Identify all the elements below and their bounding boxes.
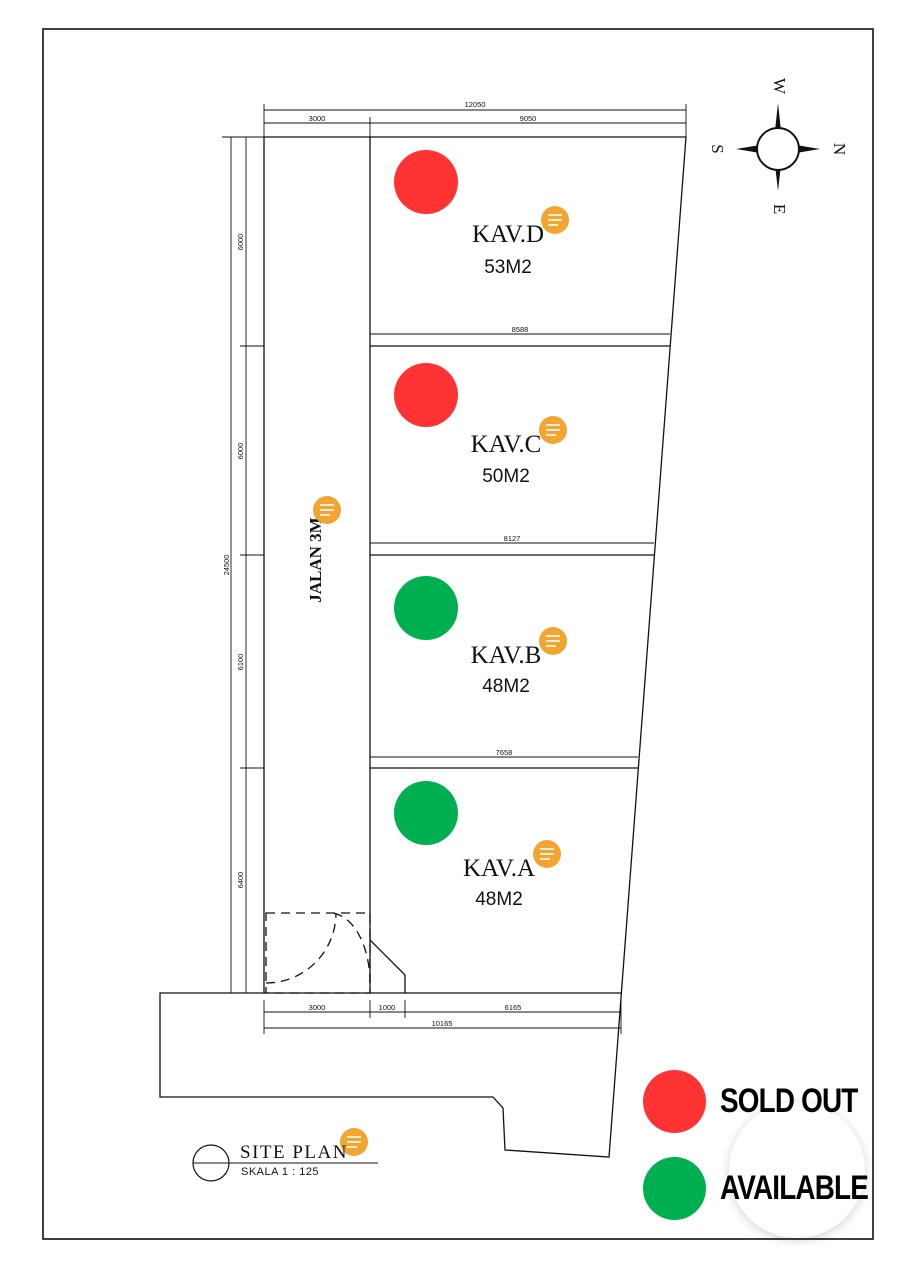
comment-icon[interactable] [539, 416, 567, 444]
dim-left-c: 6000 [236, 443, 245, 460]
legend-available: AVAILABLE [643, 1157, 901, 1220]
status-dot [394, 576, 458, 640]
dim-width-a: 7658 [496, 748, 513, 757]
legend-sold-label: SOLD OUT [720, 1082, 858, 1120]
dim-top-lots: 9050 [520, 114, 537, 123]
lot-name: KAV.C [471, 431, 542, 458]
comment-icon[interactable] [313, 496, 341, 524]
sheet-border [42, 28, 874, 1240]
comment-icon[interactable] [541, 206, 569, 234]
legend-available-label: AVAILABLE [720, 1169, 869, 1207]
compass-west: W [770, 78, 789, 95]
compass-east: E [770, 204, 789, 214]
dim-left-b: 6100 [236, 654, 245, 671]
dim-top-total: 12050 [465, 100, 486, 109]
legend-available-dot [643, 1157, 706, 1220]
road-label: JALAN 3M [306, 517, 325, 602]
lot-name: KAV.D [472, 221, 544, 248]
site-outline [159, 136, 687, 1158]
status-dot [394, 781, 458, 845]
title-block: SITE PLAN SKALA 1 : 125 [192, 1142, 378, 1182]
lot-area: 53M2 [484, 257, 532, 278]
lot-name: KAV.B [471, 642, 542, 669]
dim-bottom-road: 3000 [309, 1003, 326, 1012]
lot-area: 48M2 [475, 889, 523, 910]
dim-width-b: 8127 [504, 534, 521, 543]
lot-kav-d: KAV.D 53M2 [394, 150, 544, 278]
comment-icon[interactable] [539, 627, 567, 655]
comment-icon[interactable] [533, 840, 561, 868]
dim-top-road: 3000 [309, 114, 326, 123]
lot-kav-a: KAV.A 48M2 [394, 781, 535, 910]
lot-kav-b: KAV.B 48M2 [394, 576, 541, 697]
dim-width-c: 8588 [512, 325, 529, 334]
dim-left-total: 24500 [222, 555, 231, 576]
lot-name: KAV.A [463, 855, 535, 882]
status-dot [394, 363, 458, 427]
compass-south: S [708, 144, 727, 153]
comment-icon[interactable] [340, 1128, 368, 1156]
dim-left-d: 6000 [236, 234, 245, 251]
overlay-bubble [729, 1102, 865, 1238]
status-dot [394, 150, 458, 214]
dim-left-a: 6400 [236, 872, 245, 889]
lot-kav-c: KAV.C 50M2 [394, 363, 541, 487]
dim-bottom-total: 10165 [432, 1019, 453, 1028]
lot-area: 50M2 [482, 466, 530, 487]
dim-bottom-gap: 1000 [379, 1003, 396, 1012]
lot-area: 48M2 [482, 676, 530, 697]
gate [265, 912, 371, 994]
dimension-lines [222, 104, 687, 1034]
compass-rose-icon: W N E S [708, 78, 849, 214]
site-plan-title: SITE PLAN [240, 1142, 348, 1163]
dim-bottom-lot: 6165 [505, 1003, 522, 1012]
legend-sold: SOLD OUT [643, 1070, 888, 1133]
legend-sold-dot [643, 1070, 706, 1133]
compass-north: N [830, 143, 849, 155]
scale-label: SKALA 1 : 125 [241, 1166, 319, 1178]
